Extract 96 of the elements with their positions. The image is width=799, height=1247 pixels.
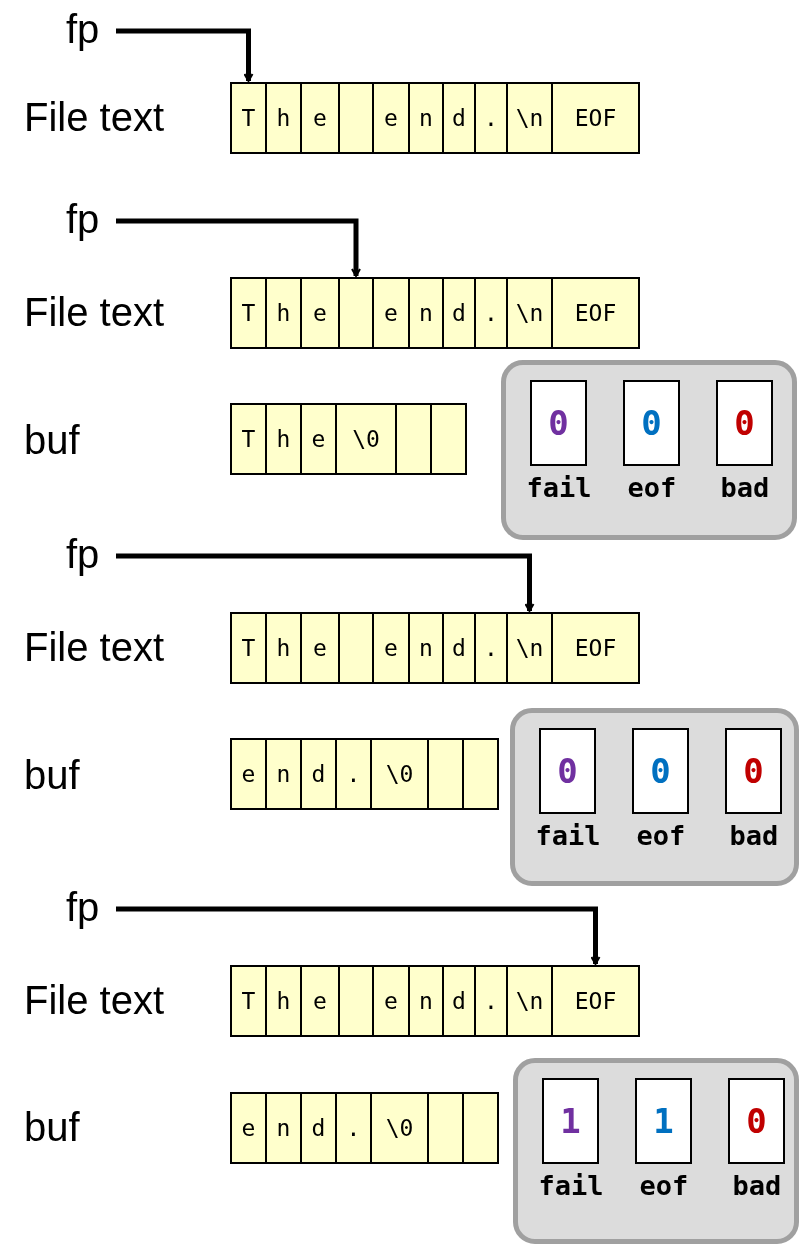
array-cell: n [408, 277, 444, 349]
array-cell: h [265, 82, 302, 154]
row-label: buf [24, 1104, 80, 1151]
array-cell: \0 [370, 1092, 429, 1164]
pointer-arrow [116, 553, 535, 612]
flag-label: fail [538, 1170, 604, 1201]
flag-label: bad [729, 820, 779, 851]
array-cell: n [408, 965, 444, 1037]
array-cell: e [300, 612, 340, 684]
flag-label: fail [535, 820, 601, 851]
array-cell: . [335, 738, 372, 810]
flag-label: eof [639, 1170, 689, 1201]
flag-value: 0 [623, 380, 680, 466]
array-cell [338, 277, 374, 349]
array-cell: T [230, 403, 267, 475]
pointer-arrow [116, 906, 601, 965]
array-cell: EOF [551, 82, 640, 154]
flag-label: fail [526, 472, 592, 503]
row-label: File text [24, 289, 165, 336]
array-cell: h [265, 965, 302, 1037]
pointer-label: fp [66, 4, 110, 54]
array-cell: e [300, 965, 340, 1037]
array-cell: h [265, 403, 302, 475]
flag-label: eof [627, 472, 677, 503]
array-cell: n [408, 82, 444, 154]
array-cell: e [300, 403, 337, 475]
array-cell: EOF [551, 277, 640, 349]
array-cell: T [230, 965, 267, 1037]
array-cell [338, 612, 374, 684]
array-cell: n [408, 612, 444, 684]
array-cell: e [230, 1092, 267, 1164]
array-cell: h [265, 277, 302, 349]
array-cell: \0 [370, 738, 429, 810]
pointer-label: fp [66, 882, 110, 932]
state-panel [513, 1058, 799, 1244]
array-cell: EOF [551, 965, 640, 1037]
array-cell: EOF [551, 612, 640, 684]
array-cell: n [265, 738, 302, 810]
array-cell [338, 965, 374, 1037]
pointer-arrow [116, 218, 361, 277]
array-cell: T [230, 277, 267, 349]
array-cell [395, 403, 432, 475]
array-cell: d [442, 82, 476, 154]
flag-value: 0 [530, 380, 587, 466]
row-label: File text [24, 94, 165, 141]
flag-value: 0 [539, 728, 596, 814]
array-cell: \0 [335, 403, 397, 475]
array-cell: e [372, 612, 410, 684]
row-label: File text [24, 977, 165, 1024]
flag-label: eof [636, 820, 686, 851]
array-cell [462, 738, 499, 810]
array-cell: e [372, 277, 410, 349]
pointer-arrow [116, 28, 254, 82]
array-cell: d [300, 738, 337, 810]
pointer-label: fp [66, 529, 110, 579]
flag-label: bad [720, 472, 770, 503]
array-cell: h [265, 612, 302, 684]
array-cell: e [300, 82, 340, 154]
array-cell: T [230, 82, 267, 154]
array-cell [427, 1092, 464, 1164]
pointer-label: fp [66, 194, 110, 244]
row-label: buf [24, 417, 80, 464]
flag-value: 0 [716, 380, 773, 466]
array-cell: d [300, 1092, 337, 1164]
array-cell: . [474, 82, 508, 154]
array-cell: . [474, 612, 508, 684]
row-label: File text [24, 624, 165, 671]
array-cell: \n [506, 277, 553, 349]
array-cell: . [474, 965, 508, 1037]
array-cell: \n [506, 612, 553, 684]
flag-value: 1 [542, 1078, 599, 1164]
array-cell: d [442, 277, 476, 349]
array-cell: e [230, 738, 267, 810]
array-cell: e [372, 82, 410, 154]
array-cell [427, 738, 464, 810]
state-panel [501, 360, 797, 540]
array-cell: e [372, 965, 410, 1037]
array-cell: n [265, 1092, 302, 1164]
array-cell: . [474, 277, 508, 349]
flag-value: 0 [728, 1078, 785, 1164]
flag-value: 1 [635, 1078, 692, 1164]
array-cell [338, 82, 374, 154]
flag-value: 0 [632, 728, 689, 814]
array-cell: \n [506, 965, 553, 1037]
array-cell: d [442, 612, 476, 684]
array-cell: d [442, 965, 476, 1037]
array-cell: . [335, 1092, 372, 1164]
array-cell: \n [506, 82, 553, 154]
row-label: buf [24, 752, 80, 799]
flag-label: bad [732, 1170, 782, 1201]
array-cell: e [300, 277, 340, 349]
state-panel [510, 708, 799, 886]
flag-value: 0 [725, 728, 782, 814]
array-cell [462, 1092, 499, 1164]
array-cell [430, 403, 467, 475]
array-cell: T [230, 612, 267, 684]
